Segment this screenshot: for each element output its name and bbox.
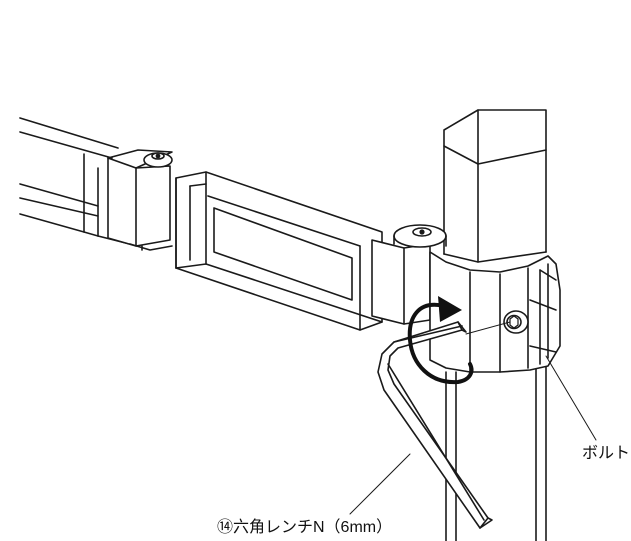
hex-wrench-label: ⑭六角レンチN（6mm）	[217, 519, 393, 536]
pole-top-cap	[443, 109, 547, 263]
elbow-joint-1	[107, 149, 173, 251]
elbow-joint-2	[371, 224, 447, 325]
pole	[445, 357, 547, 541]
hex-wrench	[377, 321, 493, 529]
leader-lines	[349, 321, 597, 515]
bolt-label: ボルト	[582, 445, 631, 462]
arm-segment-middle	[175, 171, 383, 331]
rotation-arrow-icon	[407, 296, 474, 385]
bolt-head	[503, 310, 529, 334]
